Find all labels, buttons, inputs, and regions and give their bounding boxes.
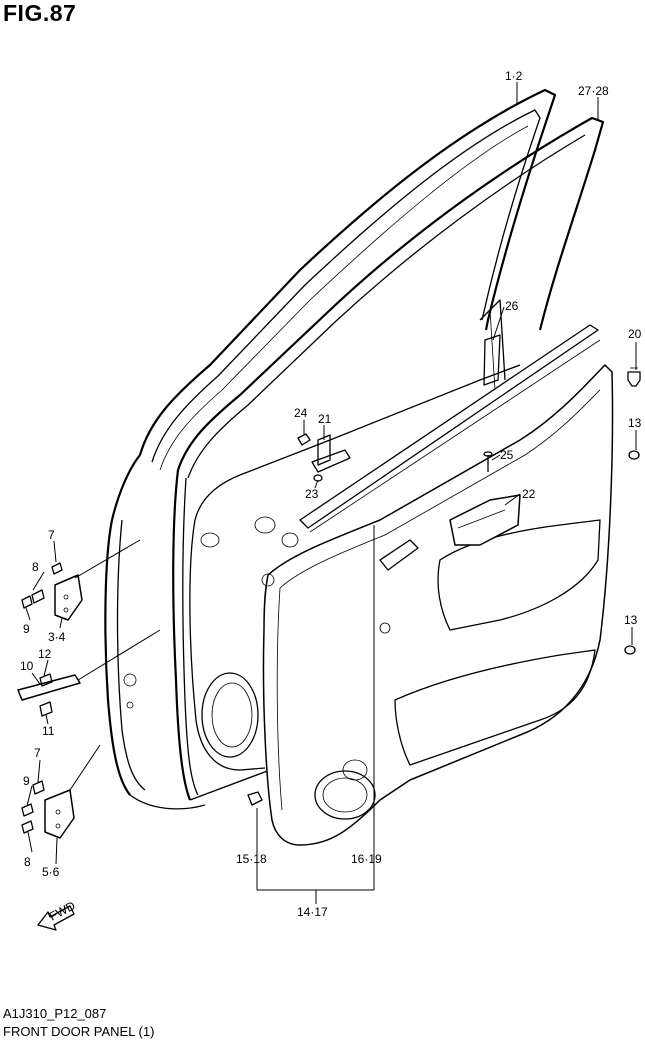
weatherstrip bbox=[172, 116, 605, 801]
callout-23: 23 bbox=[305, 487, 319, 501]
callout-7-upper: 7 bbox=[48, 528, 55, 542]
callout-10: 10 bbox=[20, 659, 34, 673]
plug-13-upper bbox=[628, 450, 640, 460]
callout-13-upper: 13 bbox=[628, 416, 642, 430]
callout-8-lower: 8 bbox=[24, 855, 31, 869]
lower-hinge bbox=[21, 780, 75, 839]
callout-9-lower: 9 bbox=[23, 774, 30, 788]
callout-12: 12 bbox=[38, 647, 52, 661]
callout-7-lower: 7 bbox=[34, 746, 41, 760]
callout-1-2: 1·2 bbox=[505, 69, 523, 83]
callout-13-lower: 13 bbox=[624, 613, 638, 627]
callout-5-6: 5·6 bbox=[42, 865, 60, 879]
callout-14-17: 14·17 bbox=[297, 905, 328, 919]
bracket-21 bbox=[311, 434, 351, 473]
upper-hinge bbox=[21, 562, 83, 621]
callout-9-upper: 9 bbox=[23, 622, 30, 636]
callout-27-28: 27·28 bbox=[578, 84, 609, 98]
callout-24: 24 bbox=[294, 406, 308, 420]
callout-20: 20 bbox=[628, 327, 642, 341]
callout-26: 26 bbox=[505, 299, 519, 313]
callout-8-upper: 8 bbox=[32, 560, 39, 574]
plug-13-lower bbox=[624, 645, 636, 655]
callout-16-19: 16·19 bbox=[351, 852, 382, 866]
callout-11: 11 bbox=[42, 724, 55, 738]
trim-panel bbox=[261, 364, 614, 846]
fwd-arrow-icon: FWD bbox=[37, 898, 78, 931]
clip-15-18 bbox=[247, 791, 263, 806]
door-check bbox=[17, 673, 81, 717]
drawing-code: A1J310_P12_087 bbox=[3, 1006, 107, 1021]
belt-molding bbox=[299, 324, 601, 533]
drawing-name: FRONT DOOR PANEL (1) bbox=[3, 1024, 155, 1039]
door-frame bbox=[104, 88, 557, 810]
screw-25 bbox=[483, 451, 493, 472]
leader-lines bbox=[25, 82, 637, 904]
nut-24 bbox=[297, 433, 311, 446]
clip-20 bbox=[627, 367, 641, 387]
callout-25: 25 bbox=[500, 448, 514, 462]
figure-title: FIG.87 bbox=[3, 0, 77, 26]
door-pocket bbox=[449, 494, 521, 546]
callout-3-4: 3·4 bbox=[48, 630, 66, 644]
callout-21: 21 bbox=[318, 412, 332, 426]
callout-22: 22 bbox=[522, 487, 536, 501]
channel-26 bbox=[483, 334, 501, 386]
callout-15-18: 15·18 bbox=[236, 852, 267, 866]
